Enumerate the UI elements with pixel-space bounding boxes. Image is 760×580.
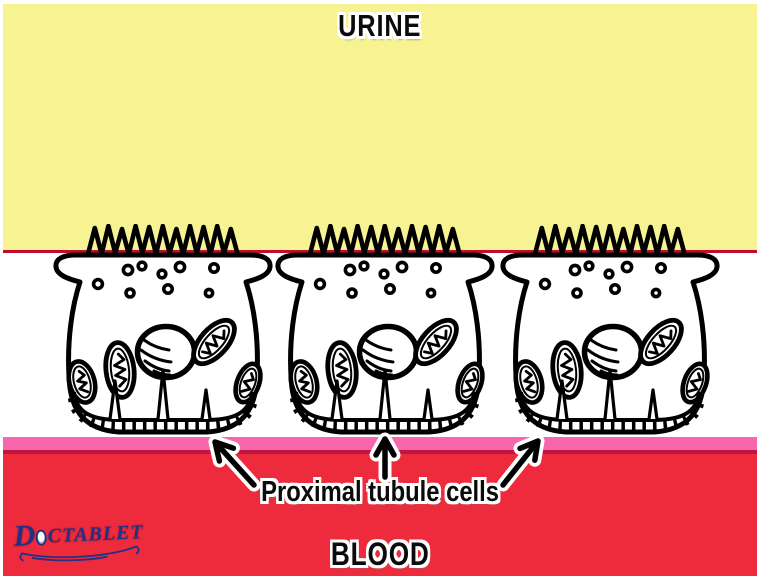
- blood-label-text: BLOOD: [330, 536, 430, 572]
- logo-letter-d: D: [12, 518, 37, 553]
- doctablet-logo: D CTABLET: [13, 516, 145, 570]
- blood-label: BLOOD: [0, 538, 760, 570]
- proximal-tubule-cells-illustration: [0, 224, 760, 439]
- proximal-tubule-cell-1: [56, 226, 270, 432]
- arrow-middle-icon: [373, 436, 397, 480]
- tablet-pill-icon: [35, 529, 48, 546]
- urine-label-text: URINE: [338, 8, 422, 43]
- arrow-left-icon: [212, 439, 257, 488]
- urine-zone: [3, 4, 757, 253]
- logo-flourish-icon: [19, 545, 140, 562]
- annotation-arrows: [208, 432, 545, 492]
- logo-letters-rest: CTABLET: [47, 520, 145, 547]
- proximal-tubule-cells-label: Proximal tubule cells: [0, 478, 760, 507]
- arrow-right-icon: [500, 438, 541, 488]
- proximal-tubule-cell-3: [503, 226, 717, 432]
- proximal-tubule-cells-label-text: Proximal tubule cells: [261, 476, 499, 508]
- proximal-tubule-cell-2: [278, 226, 492, 432]
- urine-label: URINE: [0, 10, 760, 41]
